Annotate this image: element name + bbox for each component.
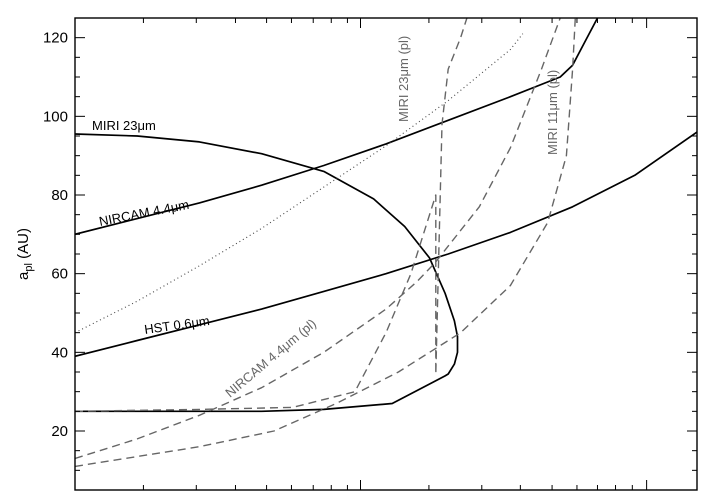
nircam-44-pl-label: NIRCAM 4.4μm (pl): [222, 316, 319, 401]
y-tick-label: 120: [43, 30, 68, 47]
miri-11-pl-label: MIRI 11μm (pl): [545, 70, 560, 155]
series-line-hst: [75, 131, 697, 358]
y-tick-label: 100: [43, 108, 68, 125]
y-tick-labels: 20 40 60 80 100 120: [43, 30, 68, 440]
plot-frame: [74, 17, 698, 491]
series-line-nircam: [75, 18, 599, 236]
series-line-dotted: [75, 33, 524, 334]
y-axis-title: apl (AU): [15, 228, 35, 280]
series-line-miri11_pl: [75, 18, 576, 468]
nircam-44-label: NIRCAM 4.4μm: [98, 197, 190, 229]
miri-23-label: MIRI 23μm: [92, 118, 156, 133]
y-tick-label: 20: [51, 423, 68, 440]
ticks-layer: [74, 17, 697, 490]
series-line-nircam_pl: [75, 18, 561, 460]
series-line-miri23_pl: [75, 18, 468, 412]
y-tick-label: 80: [51, 187, 68, 204]
y-tick-label: 60: [51, 266, 68, 283]
hst-06-label: HST 0.6μm: [143, 313, 210, 337]
curves-layer: [75, 18, 697, 468]
miri-23-pl-label: MIRI 23μm (pl): [396, 36, 411, 122]
series-line-miri: [75, 133, 459, 413]
y-tick-label: 40: [51, 344, 68, 361]
